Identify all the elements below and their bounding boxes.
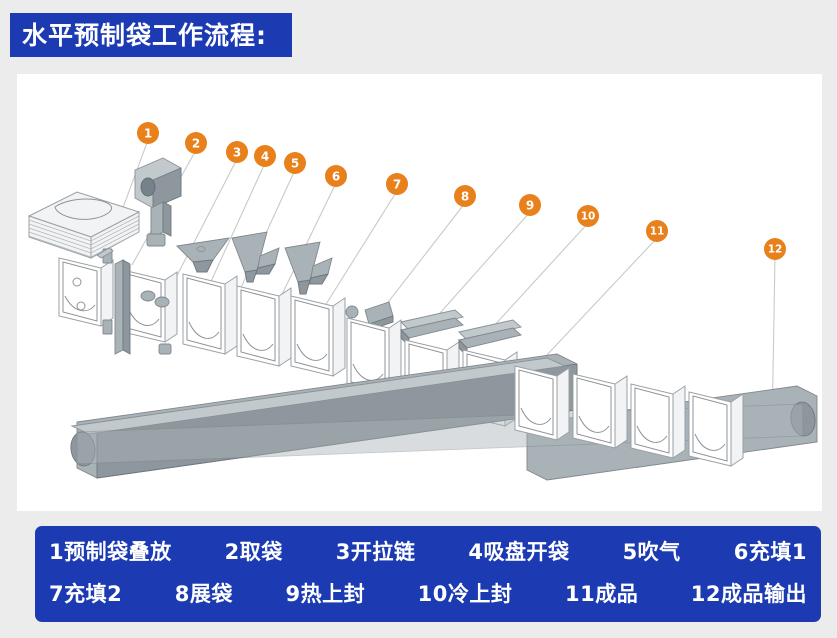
step-marker-label: 7 <box>393 178 401 192</box>
page-title-banner: 水平预制袋工作流程: <box>10 13 292 57</box>
legend-item-10: 10冷上封 <box>417 581 513 606</box>
step-marker-label: 12 <box>768 244 783 256</box>
legend-row-1: 1预制袋叠放 2取袋 3开拉链 4吸盘开袋 5吹气 6充填1 <box>49 531 807 573</box>
diagram-panel: 1 2 3 4 5 6 7 <box>17 74 822 511</box>
step-marker-label: 5 <box>291 157 299 171</box>
step-marker-label: 6 <box>332 170 340 184</box>
pouch-pickup-gripper <box>58 247 114 335</box>
step-marker-label: 8 <box>461 190 469 204</box>
air-blow-station <box>231 231 292 367</box>
legend-item-5: 5吹气 <box>622 539 681 564</box>
legend-item-1: 1预制袋叠放 <box>49 539 172 564</box>
step-marker-6[interactable]: 6 <box>325 165 347 187</box>
step-marker-2[interactable]: 2 <box>185 132 207 154</box>
legend-item-9: 9热上封 <box>285 581 366 606</box>
legend-panel: 1预制袋叠放 2取袋 3开拉链 4吸盘开袋 5吹气 6充填1 7充填2 8展袋 … <box>35 526 821 622</box>
finished-product-bags <box>514 365 744 467</box>
pouch-stack <box>27 191 141 259</box>
filling-funnel-1 <box>284 241 346 377</box>
suction-cup-opening-station <box>176 237 238 355</box>
legend-item-11: 11成品 <box>564 581 639 606</box>
legend-row-2: 7充填2 8展袋 9热上封 10冷上封 11成品 12成品输出 <box>49 573 807 615</box>
legend-item-12: 12成品输出 <box>690 581 807 606</box>
legend-item-7: 7充填2 <box>49 581 123 606</box>
step-marker-label: 2 <box>192 137 200 151</box>
step-marker-9[interactable]: 9 <box>519 194 541 216</box>
legend-item-6: 6充填1 <box>733 539 807 564</box>
step-marker-label: 1 <box>144 127 152 141</box>
legend-item-8: 8展袋 <box>174 581 233 606</box>
step-marker-label: 4 <box>261 150 269 164</box>
workflow-illustration: 1 2 3 4 5 6 7 <box>27 122 818 481</box>
step-marker-label: 9 <box>526 199 534 213</box>
step-marker-1[interactable]: 1 <box>137 122 159 144</box>
zipper-opening-station <box>114 157 182 355</box>
step-marker-10[interactable]: 10 <box>577 205 599 227</box>
step-marker-12[interactable]: 12 <box>764 238 786 260</box>
page-title: 水平预制袋工作流程: <box>22 20 267 50</box>
legend-item-4: 4吸盘开袋 <box>468 539 570 564</box>
step-marker-label: 3 <box>233 146 241 160</box>
step-marker-label: 11 <box>650 226 665 238</box>
step-marker-11[interactable]: 11 <box>646 220 668 242</box>
step-marker-label: 10 <box>581 211 596 223</box>
step-marker-3[interactable]: 3 <box>226 141 248 163</box>
legend-item-3: 3开拉链 <box>335 539 416 564</box>
step-marker-5[interactable]: 5 <box>284 152 306 174</box>
step-marker-7[interactable]: 7 <box>386 173 408 195</box>
step-marker-4[interactable]: 4 <box>254 145 276 167</box>
step-marker-8[interactable]: 8 <box>454 185 476 207</box>
legend-item-2: 2取袋 <box>224 539 283 564</box>
